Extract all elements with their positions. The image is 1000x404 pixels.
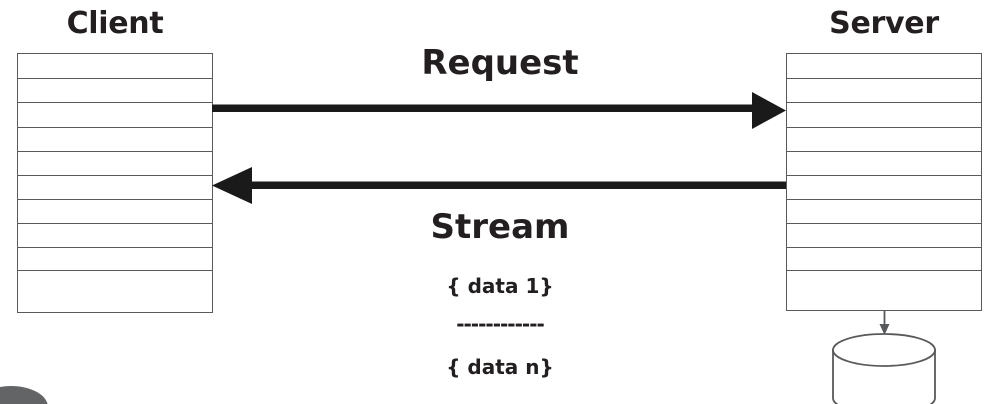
client-stack-row [18,54,212,79]
stream-label: Stream [430,207,570,247]
arrow-right-icon [212,92,786,129]
arrow-left-icon [212,167,786,204]
server-stack-row [787,224,981,248]
server-stack-row [787,200,981,224]
client-stack-row [18,79,212,103]
server-stack-row [787,54,981,79]
client-stack-row [18,271,212,312]
client-stack-row [18,224,212,248]
client-stack-row [18,200,212,224]
data-first-label: { data 1} [446,274,554,298]
client-stack-row [18,128,212,152]
data-ellipsis-label: ------------ [456,312,545,336]
server-stack-box [786,53,982,311]
client-stack-box [17,53,213,313]
client-stack-row [18,176,212,200]
client-stack-row [18,103,212,128]
client-stack-row [18,152,212,176]
client-stack-row [18,248,212,271]
data-last-label: { data n} [446,355,554,379]
request-label: Request [421,43,579,83]
server-stack-row [787,176,981,200]
server-title: Server [829,6,939,41]
database-cylinder-icon [832,333,936,404]
arrow-down-icon [879,311,890,335]
server-stack-row [787,128,981,152]
server-stack-row [787,271,981,310]
server-stack-row [787,152,981,176]
server-stack-row [787,79,981,103]
corner-decoration-blob [0,386,48,404]
client-title: Client [66,6,164,41]
server-stack-row [787,103,981,128]
server-stack-row [787,248,981,271]
